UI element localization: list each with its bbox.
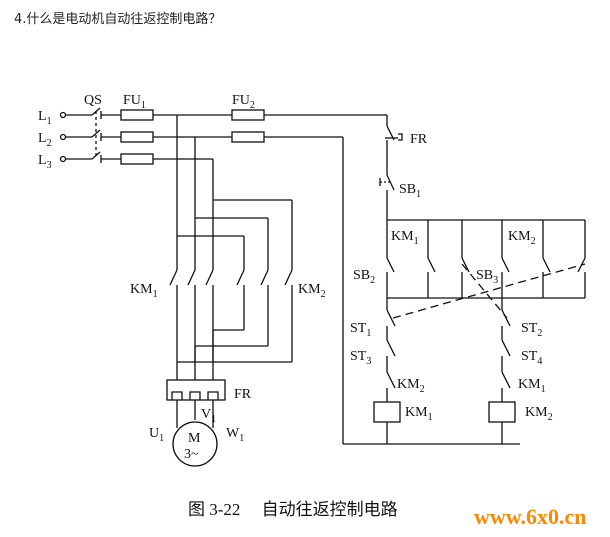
label-l3: L3 <box>38 153 52 171</box>
km2-nc-interlock <box>386 371 396 389</box>
fu1-fuses <box>120 109 154 165</box>
watermark: www.6x0.cn <box>474 504 586 529</box>
label-km1-hold: KM1 <box>391 229 419 247</box>
label-coil-km1: KM1 <box>405 405 433 423</box>
km2-coil <box>488 401 516 423</box>
label-st4: ST4 <box>521 349 542 367</box>
label-sb2: SB2 <box>353 268 375 286</box>
terminal-l3 <box>59 155 67 163</box>
label-fu1: FU1 <box>123 93 146 111</box>
label-sb1: SB1 <box>399 182 421 200</box>
label-sb3: SB3 <box>476 268 498 286</box>
label-w1: W1 <box>226 426 244 444</box>
label-coil-km2: KM2 <box>525 405 553 423</box>
st1-no-contact <box>461 257 470 273</box>
label-fr-top: FR <box>410 132 428 147</box>
label-motor-phase: 3~ <box>184 447 199 462</box>
label-fu2: FU2 <box>232 93 255 111</box>
label-v1: V1 <box>201 407 216 425</box>
label-l2: L2 <box>38 131 52 149</box>
fu2-fuse-bottom <box>231 131 265 143</box>
sb1-stop-button <box>379 174 395 191</box>
terminal-l2 <box>59 133 67 141</box>
fr-thermal-relay <box>166 379 226 401</box>
km1-hold-contact <box>427 257 436 273</box>
label-km1-nc: KM1 <box>518 377 546 395</box>
fr-nc-contact <box>385 125 403 141</box>
qs-switch <box>91 107 102 163</box>
km2-hold-contact <box>542 257 551 273</box>
fu2-fuse-top <box>231 109 265 121</box>
label-km2-nc: KM2 <box>397 377 425 395</box>
st3-nc-contact <box>386 339 396 357</box>
label-l1: L1 <box>38 109 52 127</box>
st1-mechanical-link <box>392 263 586 319</box>
terminal-l1 <box>59 111 67 119</box>
st2-nc-contact <box>501 309 511 327</box>
label-st3: ST3 <box>350 349 371 367</box>
km2-main-contacts <box>236 269 293 362</box>
km1-main-contacts <box>169 269 214 362</box>
label-qs: QS <box>84 93 102 108</box>
question-title: 4.什么是电动机自动往返控制电路？ <box>14 12 222 27</box>
label-km1-main: KM1 <box>130 282 158 300</box>
sb2-forward-button <box>386 257 395 273</box>
label-motor-m: M <box>188 431 201 446</box>
label-km2-main: KM2 <box>298 282 326 300</box>
motor-symbol <box>172 421 218 467</box>
label-st2: ST2 <box>521 321 542 339</box>
km1-nc-interlock <box>501 371 511 389</box>
st1-nc-contact <box>386 309 396 327</box>
label-st1: ST1 <box>350 321 371 339</box>
st2-mechanical-link <box>461 263 508 319</box>
circuit-wires <box>59 107 586 467</box>
figure-caption: 图 3-22 自动往返控制电路 <box>188 500 398 519</box>
sb3-reverse-button <box>501 257 510 273</box>
label-km2-hold: KM2 <box>508 229 536 247</box>
km1-coil <box>373 401 401 423</box>
st4-nc-contact <box>501 339 511 357</box>
label-u1: U1 <box>149 426 164 444</box>
label-fr-bottom: FR <box>234 387 252 402</box>
